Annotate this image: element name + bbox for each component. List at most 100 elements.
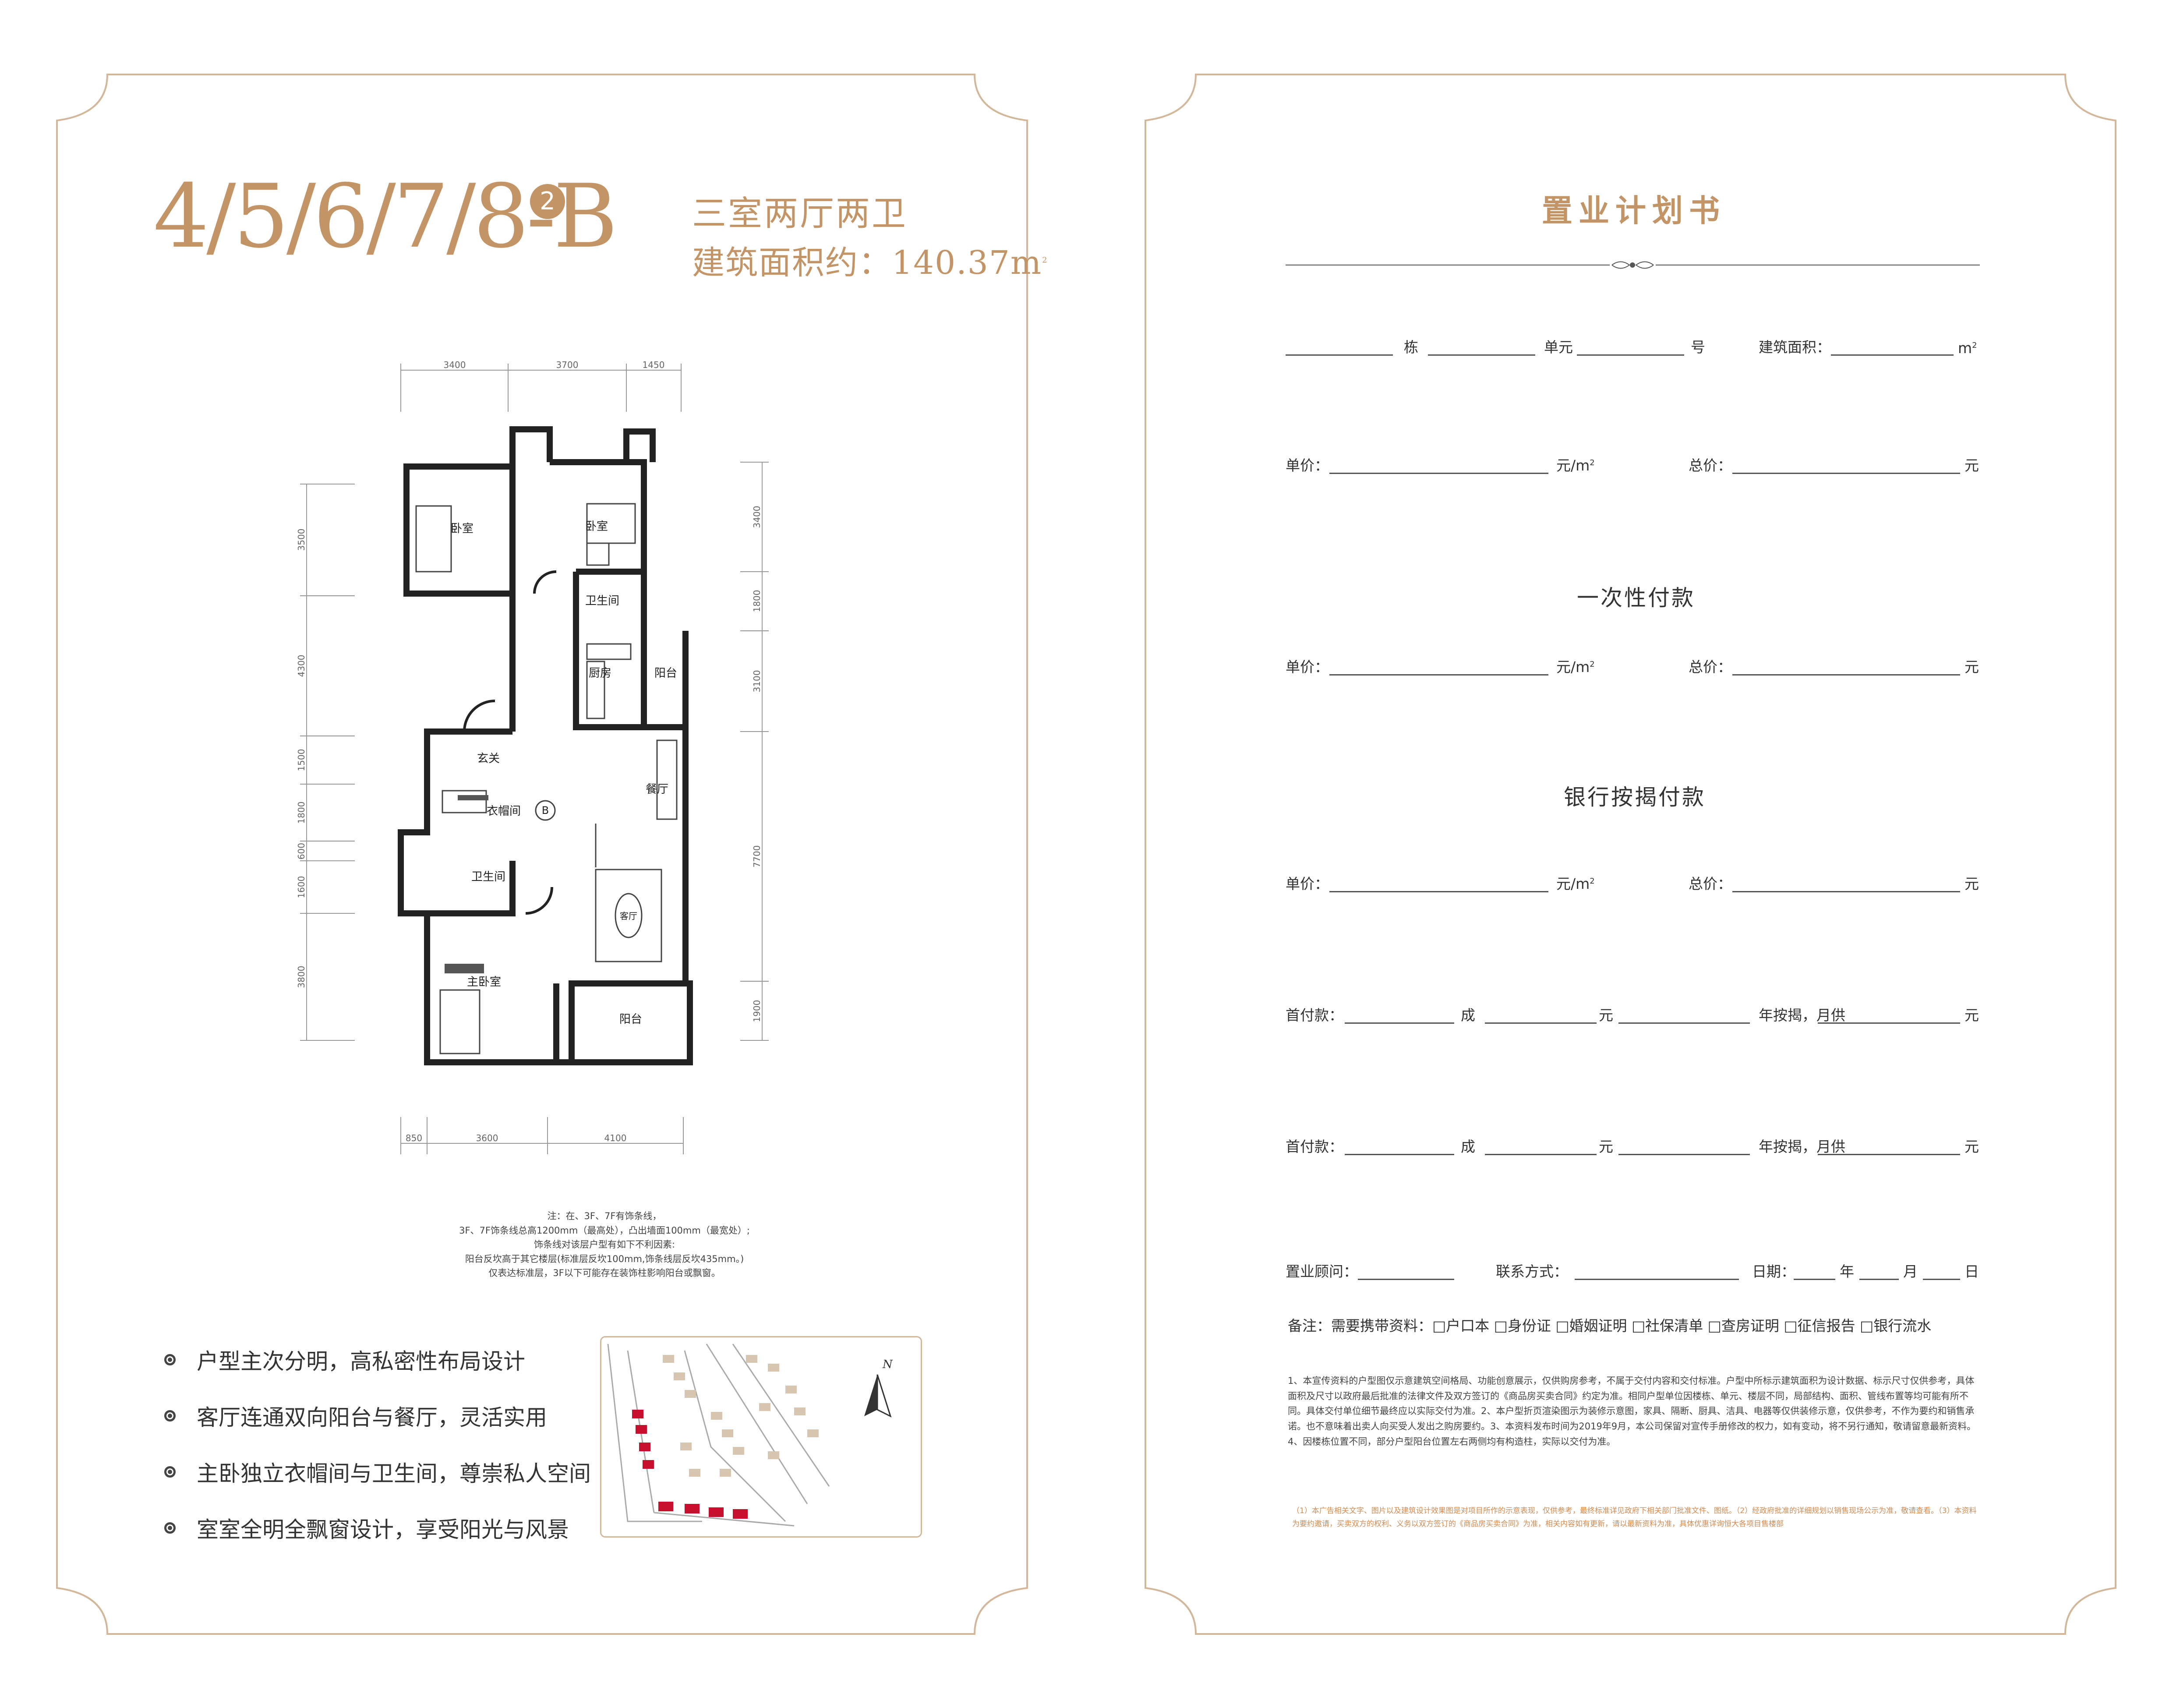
floorplan-note: 注：在、3F、7F有饰条线， 3F、7F饰条线总高1200mm（最高处），凸出墙… bbox=[342, 1209, 867, 1280]
total-price-field[interactable] bbox=[1732, 473, 1960, 474]
down-payment-amount-field[interactable] bbox=[1485, 1022, 1597, 1024]
date-label: 日期： bbox=[1752, 1263, 1795, 1280]
room-bedroom-1: 卧室 bbox=[451, 522, 473, 535]
unit-price-field[interactable] bbox=[1329, 891, 1548, 892]
down-payment-field[interactable] bbox=[1345, 1022, 1454, 1024]
years-label: 年按揭，月供 bbox=[1759, 1138, 1845, 1155]
day-label: 日 bbox=[1965, 1263, 1979, 1280]
dim-bottom-2: 3600 bbox=[476, 1133, 498, 1143]
mortgage-years-field[interactable] bbox=[1618, 1154, 1750, 1155]
down-payment-row: 首付款： 成 元 年按揭，月供 元 bbox=[1286, 1132, 1980, 1159]
dim-top-2: 3700 bbox=[556, 360, 579, 370]
floor-plan: 3400 3700 1450 850 3600 4100 3500 4300 1… bbox=[296, 360, 769, 1154]
mortgage-price-row: 单价： 元/m2 总价： 元 bbox=[1286, 870, 1980, 896]
disclaimer-orange: （1）本广告相关文字、图片以及建筑设计效果图是对项目所作的示意表现，仅供参考，最… bbox=[1292, 1506, 1977, 1528]
dim-right-2: 1800 bbox=[752, 590, 762, 612]
number-label: 号 bbox=[1691, 339, 1705, 356]
unit-field[interactable] bbox=[1428, 354, 1535, 356]
svg-text:N: N bbox=[882, 1358, 893, 1371]
number-field[interactable] bbox=[1577, 354, 1684, 356]
remarks: 备注：需要携带资料：□户口本 □身份证 □婚姻证明 □社保清单 □查房证明 □征… bbox=[1288, 1317, 1932, 1334]
unit-price-field[interactable] bbox=[1329, 473, 1548, 474]
total-price-field[interactable] bbox=[1732, 891, 1960, 892]
total-price-field[interactable] bbox=[1732, 674, 1960, 675]
consultant-row: 置业顾问： 联系方式： 日期： 年 月 日 bbox=[1286, 1257, 1980, 1284]
site-map-drawing: N bbox=[607, 1344, 893, 1527]
yuan-label-2: 元 bbox=[1965, 1138, 1979, 1155]
down-payment-amount-field[interactable] bbox=[1485, 1154, 1597, 1155]
consultant-label: 置业顾问： bbox=[1286, 1263, 1358, 1280]
monthly-payment-field[interactable] bbox=[1818, 1022, 1960, 1024]
dim-left-4: 1800 bbox=[296, 802, 307, 824]
yuan-label-2: 元 bbox=[1965, 1007, 1979, 1024]
area-field[interactable] bbox=[1831, 354, 1954, 356]
total-price-unit: 元 bbox=[1965, 658, 1979, 675]
room-kitchen: 厨房 bbox=[589, 667, 611, 680]
unit-price-label: 单价： bbox=[1286, 457, 1329, 474]
plan-title: 置业计划书 bbox=[1542, 192, 1726, 229]
room-dining: 餐厅 bbox=[646, 783, 668, 796]
year-field[interactable] bbox=[1794, 1279, 1835, 1280]
note-line-1: 注：在、3F、7F有饰条线， bbox=[547, 1211, 662, 1221]
building-label: 栋 bbox=[1404, 339, 1418, 356]
left-page-frame bbox=[56, 74, 1028, 1635]
right-page-frame bbox=[1145, 74, 2116, 1635]
unit-price-unit: 元/m2 bbox=[1556, 457, 1595, 474]
down-payment-row: 首付款： 成 元 年按揭，月供 元 bbox=[1286, 1001, 1980, 1027]
day-field[interactable] bbox=[1923, 1279, 1960, 1280]
dim-bottom-3: 4100 bbox=[604, 1133, 627, 1143]
room-balcony-2: 阳台 bbox=[619, 1013, 642, 1026]
unit-marker: B bbox=[542, 804, 549, 817]
dim-right-4: 7700 bbox=[752, 845, 762, 868]
consultant-field[interactable] bbox=[1358, 1279, 1454, 1280]
unit-info-row: 栋 单元 号 建筑面积： m2 bbox=[1286, 333, 1980, 359]
yuan-label: 元 bbox=[1599, 1138, 1613, 1155]
down-payment-label: 首付款： bbox=[1286, 1007, 1343, 1024]
dim-top-1: 3400 bbox=[444, 360, 466, 370]
dim-left-3: 1500 bbox=[296, 749, 307, 771]
feature-item: 室室全明全飘窗设计，享受阳光与风景 bbox=[164, 1500, 591, 1556]
room-cloakroom: 衣帽间 bbox=[487, 805, 521, 818]
mortgage-payment-title: 银行按揭付款 bbox=[1564, 785, 1706, 810]
year-label: 年 bbox=[1840, 1263, 1854, 1280]
month-field[interactable] bbox=[1859, 1279, 1899, 1280]
total-price-unit: 元 bbox=[1965, 875, 1979, 892]
note-line-4: 阳台反坎高于其它楼层(标准层反坎100mm,饰条线层反坎435mm。) bbox=[465, 1253, 744, 1264]
room-bathroom-2: 卫生间 bbox=[471, 870, 505, 884]
room-living: 客厅 bbox=[620, 911, 637, 921]
room-foyer: 玄关 bbox=[477, 752, 500, 765]
room-master-bedroom: 主卧室 bbox=[467, 976, 501, 989]
note-line-5: 仅表达标准层，3F以下可能存在装饰柱影响阳台或飘窗。 bbox=[488, 1268, 721, 1279]
dim-left-1: 3500 bbox=[296, 529, 307, 551]
unit-variant-badge: 2 bbox=[530, 184, 565, 219]
ratio-label: 成 bbox=[1461, 1007, 1475, 1024]
mortgage-years-field[interactable] bbox=[1618, 1022, 1750, 1024]
total-price-unit: 元 bbox=[1965, 457, 1979, 474]
one-time-payment-title: 一次性付款 bbox=[1577, 585, 1695, 611]
monthly-payment-field[interactable] bbox=[1818, 1154, 1960, 1155]
building-area: 建筑面积约：140.37m2 bbox=[692, 244, 1048, 282]
contact-field[interactable] bbox=[1575, 1279, 1739, 1280]
title-divider bbox=[1286, 261, 1980, 269]
site-map: N bbox=[600, 1336, 922, 1538]
dim-left-6: 1600 bbox=[296, 876, 307, 898]
dim-right-5: 1900 bbox=[752, 1000, 762, 1022]
dim-left-2: 4300 bbox=[296, 655, 307, 677]
unit-price-unit: 元/m2 bbox=[1556, 875, 1595, 892]
contact-label: 联系方式： bbox=[1496, 1263, 1568, 1280]
unit-label: 单元 bbox=[1544, 339, 1573, 356]
north-arrow-icon: N bbox=[864, 1358, 893, 1418]
building-field[interactable] bbox=[1286, 354, 1393, 356]
disclaimer: 1、本宣传资料的户型图仅示意建筑空间格局、功能创意展示，仅供购房参考，不属于交付… bbox=[1288, 1376, 1976, 1447]
bullet-icon bbox=[164, 1410, 176, 1422]
total-price-label: 总价： bbox=[1689, 658, 1732, 675]
down-payment-field[interactable] bbox=[1345, 1154, 1454, 1155]
feature-item: 户型主次分明，高私密性布局设计 bbox=[164, 1332, 591, 1388]
month-label: 月 bbox=[1903, 1263, 1918, 1280]
feature-item: 客厅连通双向阳台与餐厅，灵活实用 bbox=[164, 1388, 591, 1444]
unit-price-unit: 元/m2 bbox=[1556, 658, 1595, 675]
years-label: 年按揭，月供 bbox=[1759, 1007, 1845, 1024]
room-bathroom-1: 卫生间 bbox=[585, 594, 619, 608]
unit-price-field[interactable] bbox=[1329, 674, 1548, 675]
